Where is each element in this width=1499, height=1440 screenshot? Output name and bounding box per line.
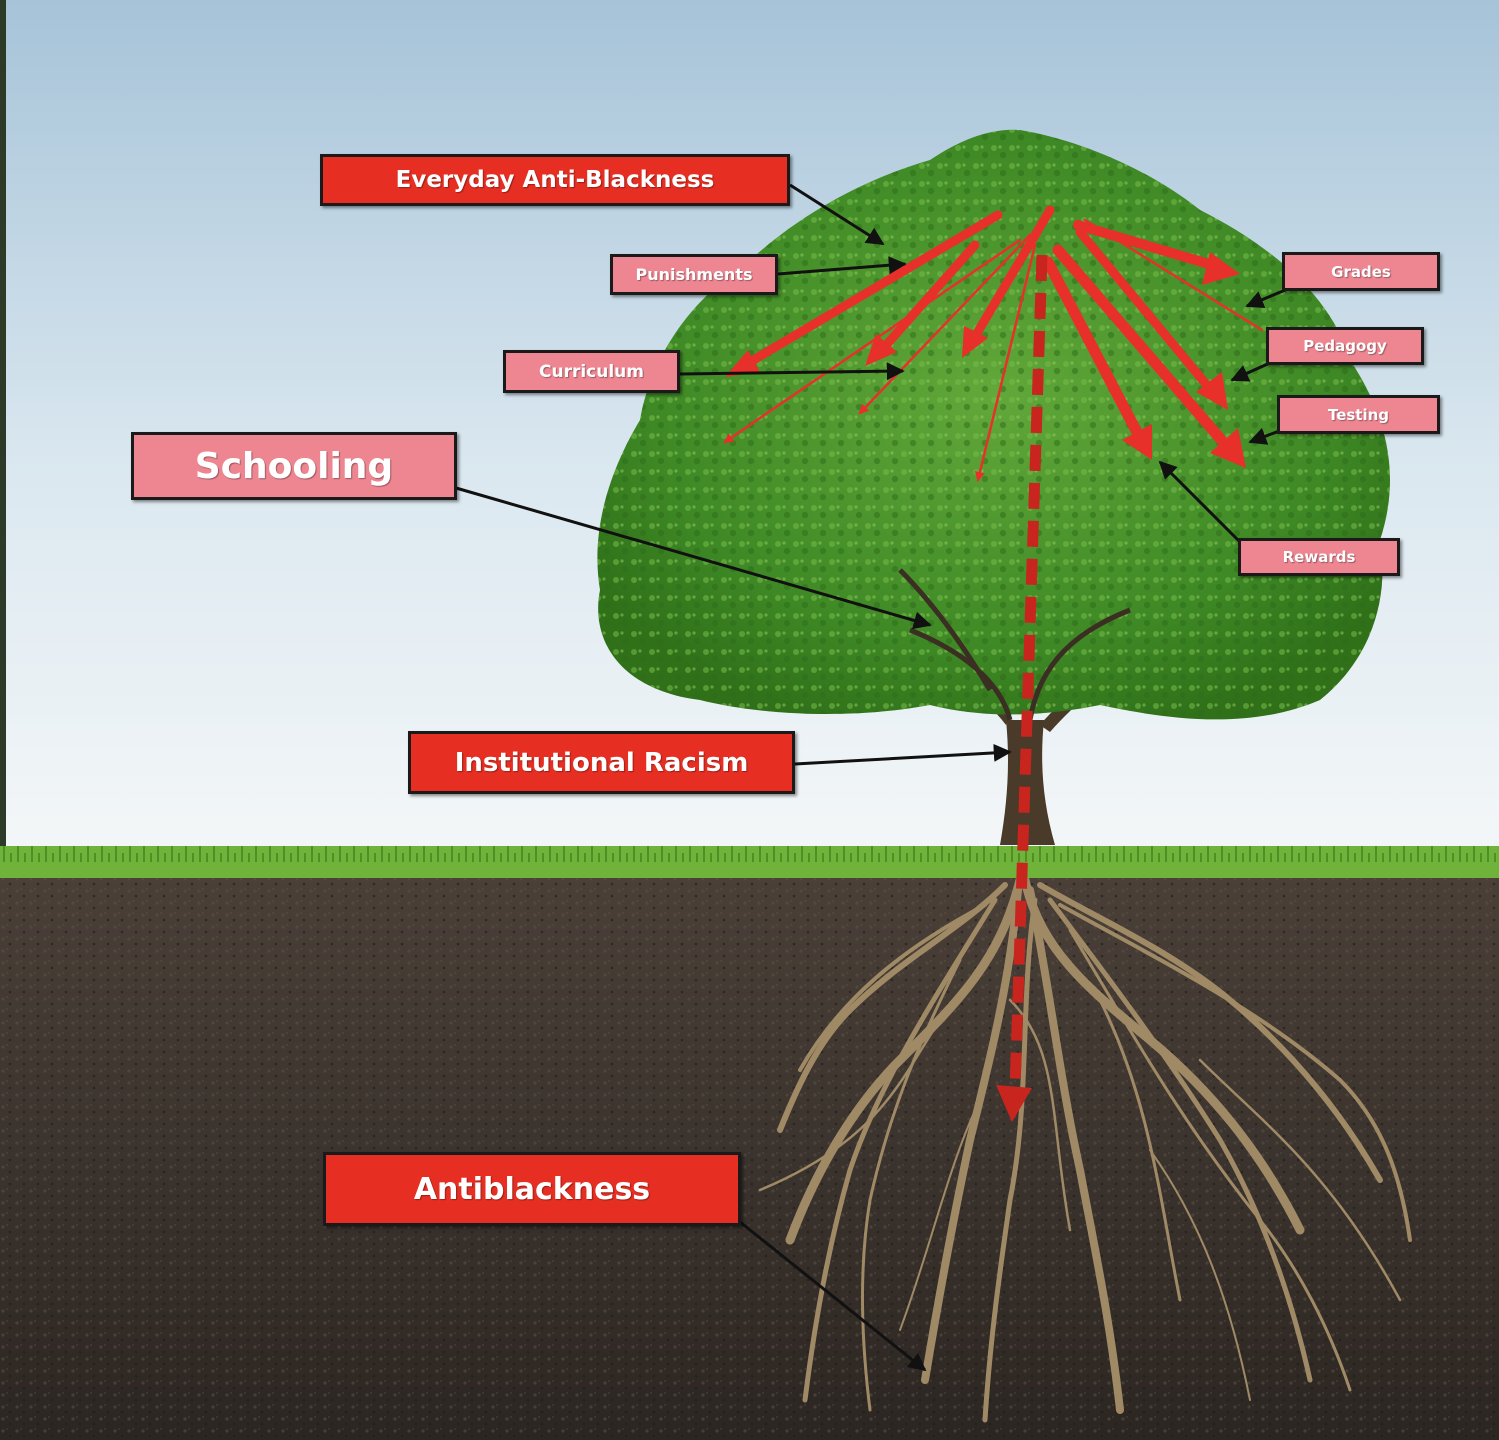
left-edge xyxy=(0,0,6,1440)
label-grades: Grades xyxy=(1282,252,1440,291)
label-curriculum: Curriculum xyxy=(503,350,680,393)
connector-arrows xyxy=(455,183,1291,1372)
label-institutional-racism: Institutional Racism xyxy=(408,731,795,794)
label-schooling: Schooling xyxy=(131,432,457,500)
tree-roots xyxy=(758,875,1412,1423)
label-everyday-anti-blackness: Everyday Anti-Blackness xyxy=(320,154,790,206)
red-spread-arrows xyxy=(723,205,1264,482)
grass xyxy=(0,846,1499,878)
label-pedagogy: Pedagogy xyxy=(1266,327,1424,365)
tree-crown xyxy=(597,129,1390,721)
label-rewards: Rewards xyxy=(1238,538,1400,576)
label-testing: Testing xyxy=(1277,395,1440,434)
label-antiblackness: Antiblackness xyxy=(323,1152,741,1226)
soil xyxy=(0,870,1499,1440)
dashed-root-arrow xyxy=(996,254,1048,1122)
label-punishments: Punishments xyxy=(610,254,778,295)
